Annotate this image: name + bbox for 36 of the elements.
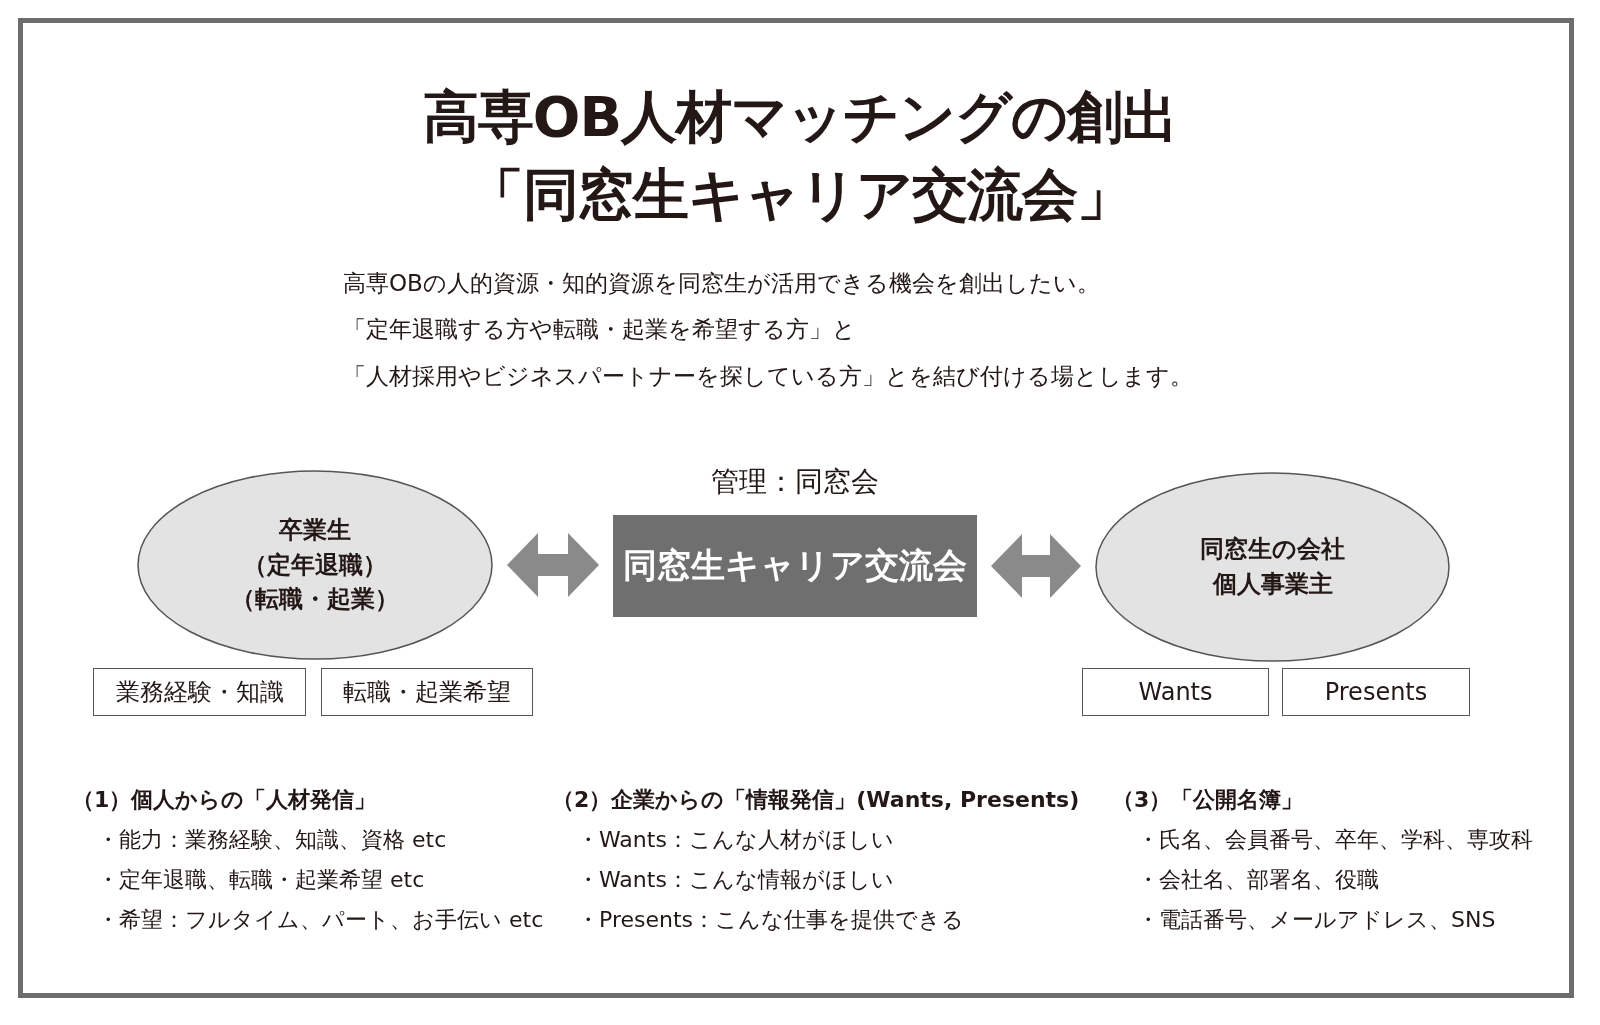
double-arrow xyxy=(507,533,599,597)
list-item: ・Wants：こんな情報がほしい xyxy=(577,866,894,894)
node-text: Presents xyxy=(1324,676,1428,708)
list-item: ・氏名、会員番号、卒年、学科、専攻科 xyxy=(1137,826,1533,854)
tag-box xyxy=(1282,668,1470,716)
intro-text: 高専OBの人的資源・知的資源を同窓生が活用できる機会を創出したい。 xyxy=(343,269,1100,298)
intro-text: 「人材採用やビジネスパートナーを探している方」とを結び付ける場とします。 xyxy=(343,362,1193,391)
intro-text: 「定年退職する方や転職・起業を希望する方」と xyxy=(343,315,856,344)
ellipse-node xyxy=(1095,472,1450,662)
node-text: 個人事業主 xyxy=(1212,569,1333,600)
list-heading: （1）個人からの「人材発信」 xyxy=(72,786,377,814)
list-item: ・会社名、部署名、役職 xyxy=(1137,866,1379,894)
node-text: （転職・起業） xyxy=(231,584,399,616)
list-item: ・Presents：こんな仕事を提供できる xyxy=(577,906,964,934)
node-text: （定年退職） xyxy=(243,549,387,581)
tag-box xyxy=(1082,668,1269,716)
node-text: 業務経験・知識 xyxy=(115,676,284,708)
process-box xyxy=(613,515,977,617)
node-text: 卒業生 xyxy=(279,514,351,546)
list-item: ・定年退職、転職・起業希望 etc xyxy=(97,866,425,894)
double-arrow xyxy=(991,534,1081,598)
node-text: Wants xyxy=(1138,676,1213,708)
list-heading: （2）企業からの「情報発信」(Wants, Presents) xyxy=(552,786,1080,814)
list-item: ・電話番号、メールアドレス、SNS xyxy=(1137,906,1496,934)
list-item: ・能力：業務経験、知識、資格 etc xyxy=(97,826,447,854)
list-item: ・Wants：こんな人材がほしい xyxy=(577,826,894,854)
tag-box xyxy=(93,668,306,716)
node-text: 同窓生の会社 xyxy=(1200,534,1345,566)
node-text: 転職・起業希望 xyxy=(343,676,511,708)
list-heading: （3）「公開名簿」 xyxy=(1112,786,1304,814)
list-item: ・希望：フルタイム、パート、お手伝い etc xyxy=(97,906,544,934)
tag-box xyxy=(321,668,533,716)
node-text: 同窓生キャリア交流会 xyxy=(623,544,967,588)
title: 高専OB人材マッチングの創出「同窓生キャリア交流会」 xyxy=(421,83,1179,229)
node-label: 管理：同窓会 xyxy=(710,464,880,500)
ellipse-node xyxy=(137,470,493,660)
